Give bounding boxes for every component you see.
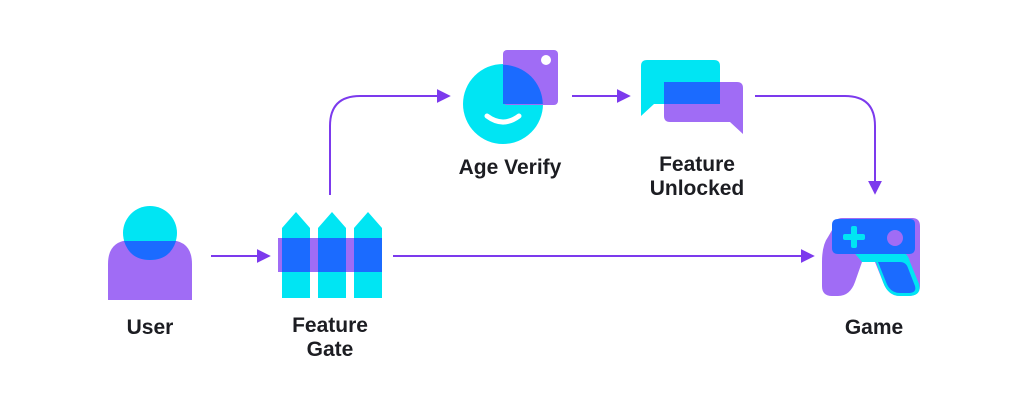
edge-unlocked-to-game	[755, 95, 882, 195]
feature-unlocked-label: Feature Unlocked	[649, 153, 745, 200]
fence-icon	[278, 212, 382, 298]
gamepad-icon	[822, 218, 920, 296]
user-label: User	[126, 316, 174, 339]
age-verify-label: Age Verify	[458, 156, 562, 179]
chat-bubbles-icon	[641, 60, 743, 134]
user-icon	[108, 206, 192, 300]
game-label: Game	[844, 316, 904, 339]
face-camera-icon	[463, 50, 558, 144]
feature-gate-label: Feature Gate	[292, 314, 368, 361]
edge-gate-to-age-verify	[329, 89, 451, 195]
